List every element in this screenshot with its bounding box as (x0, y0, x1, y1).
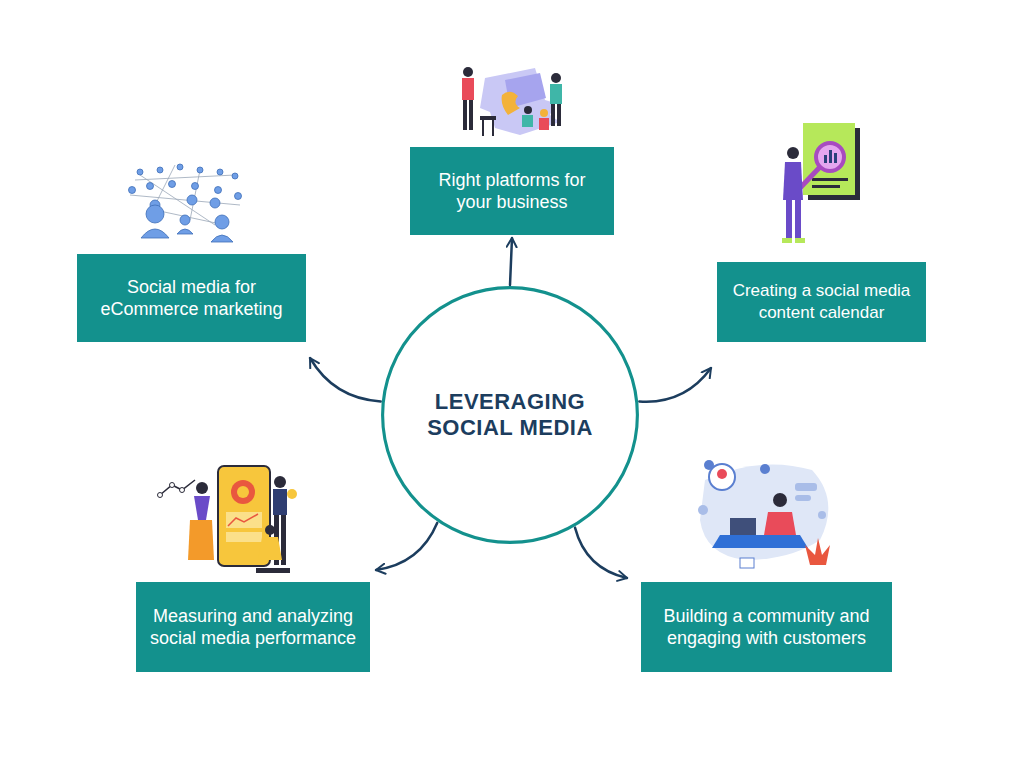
topic-box: Creating a social media content calendar (717, 262, 926, 342)
box-label: Measuring and analyzing social media per… (148, 605, 358, 649)
box-label: Creating a social media content calendar (729, 280, 914, 324)
curved-arrow (510, 238, 512, 285)
curved-arrow (575, 528, 627, 578)
topic-box: Measuring and analyzing social media per… (136, 582, 370, 672)
hub-circle: LEVERAGING SOCIAL MEDIA (380, 285, 640, 545)
analytics-document (782, 123, 860, 243)
puzzle-team (462, 67, 562, 136)
box-label: Social media for eCommerce marketing (89, 276, 294, 320)
people-network-figures (129, 164, 242, 242)
topic-box: Right platforms for your business (410, 147, 614, 235)
topic-box: Building a community and engaging with c… (641, 582, 892, 672)
text-stack: Building a community and engaging with c… (653, 605, 880, 649)
community-support (698, 460, 830, 568)
performance-team (158, 466, 298, 573)
text-stack: Right platforms for your business (422, 169, 602, 213)
topic-box: Social media for eCommerce marketing (77, 254, 306, 342)
text-stack: Measuring and analyzing social media per… (148, 605, 358, 649)
box-label: Right platforms for your business (422, 169, 602, 213)
hub-title: LEVERAGING SOCIAL MEDIA (420, 389, 600, 441)
curved-arrow (639, 368, 711, 402)
box-label: Building a community and engaging with c… (653, 605, 880, 649)
curved-arrow (310, 358, 381, 401)
text-stack: LEVERAGING SOCIAL MEDIA (420, 389, 600, 441)
text-stack: Creating a social media content calendar (729, 280, 914, 324)
text-stack: Social media for eCommerce marketing (89, 276, 294, 320)
curved-arrow (376, 523, 437, 570)
